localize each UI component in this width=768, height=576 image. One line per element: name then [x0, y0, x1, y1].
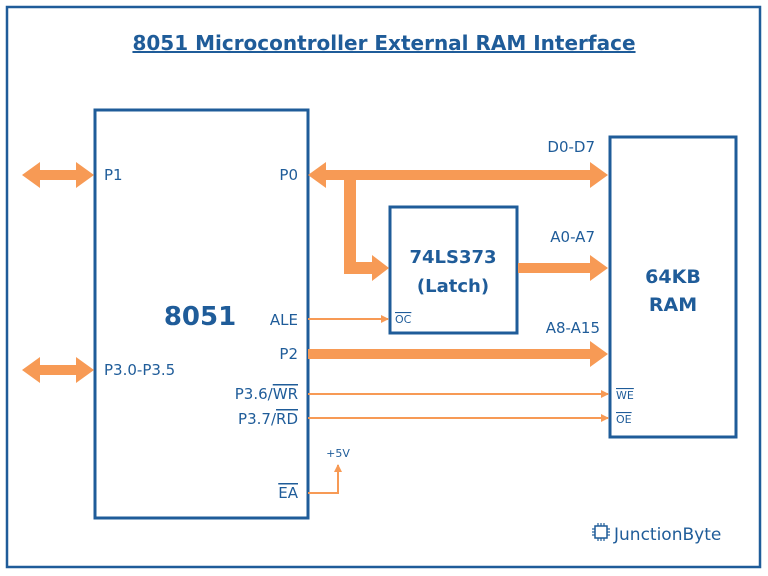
p3-bidirectional-arrow — [22, 357, 94, 383]
pin-p0-label: P0 — [279, 166, 298, 184]
addr-low-bus-arrow — [518, 255, 608, 281]
latch-block — [388, 205, 519, 335]
latch-oc-pin: OC — [395, 313, 412, 326]
ram-block — [608, 135, 738, 439]
ea-power-arrow — [308, 464, 342, 494]
mcu-block — [93, 108, 310, 520]
bus-arrows — [22, 162, 608, 383]
pin-p3-7-label: P3.7/RD — [238, 410, 298, 428]
chip-icon — [592, 523, 610, 541]
bus-addr-high-label: A8-A15 — [546, 319, 600, 337]
diagram-title: 8051 Microcontroller External RAM Interf… — [132, 31, 635, 55]
address-branch-arrow — [344, 175, 389, 281]
data-bus-arrow — [308, 162, 608, 188]
mcu-name: 8051 — [164, 302, 236, 332]
outer-frame — [5, 5, 762, 569]
latch-label-line1: 74LS373 — [409, 247, 496, 268]
pin-rd-bar: RD — [276, 410, 298, 428]
power-label: +5V — [326, 447, 350, 460]
pin-wr-bar: WR — [273, 385, 298, 403]
ram-label-line2: RAM — [649, 294, 697, 316]
pin-p3-6-label: P3.6/WR — [235, 385, 298, 403]
latch-label-line2: (Latch) — [417, 276, 489, 297]
p1-bidirectional-arrow — [22, 162, 94, 188]
pin-p2-label: P2 — [279, 345, 298, 363]
pin-p1-label: P1 — [104, 166, 123, 184]
bus-data-label: D0-D7 — [547, 138, 595, 156]
pin-p3-6-prefix: P3.6/ — [235, 385, 274, 403]
bus-addr-low-label: A0-A7 — [550, 228, 595, 246]
ram-label-line1: 64KB — [645, 266, 701, 288]
ram-oe-pin: OE — [616, 413, 632, 426]
brand-name: JunctionByte — [613, 525, 721, 545]
ram-we-pin: WE — [616, 389, 634, 402]
pin-p3-7-prefix: P3.7/ — [238, 410, 277, 428]
pin-p3-0-5-label: P3.0-P3.5 — [104, 361, 175, 379]
pin-ale-label: ALE — [270, 311, 298, 329]
addr-high-bus-arrow — [308, 341, 608, 367]
pin-ea-label: EA — [278, 484, 298, 502]
